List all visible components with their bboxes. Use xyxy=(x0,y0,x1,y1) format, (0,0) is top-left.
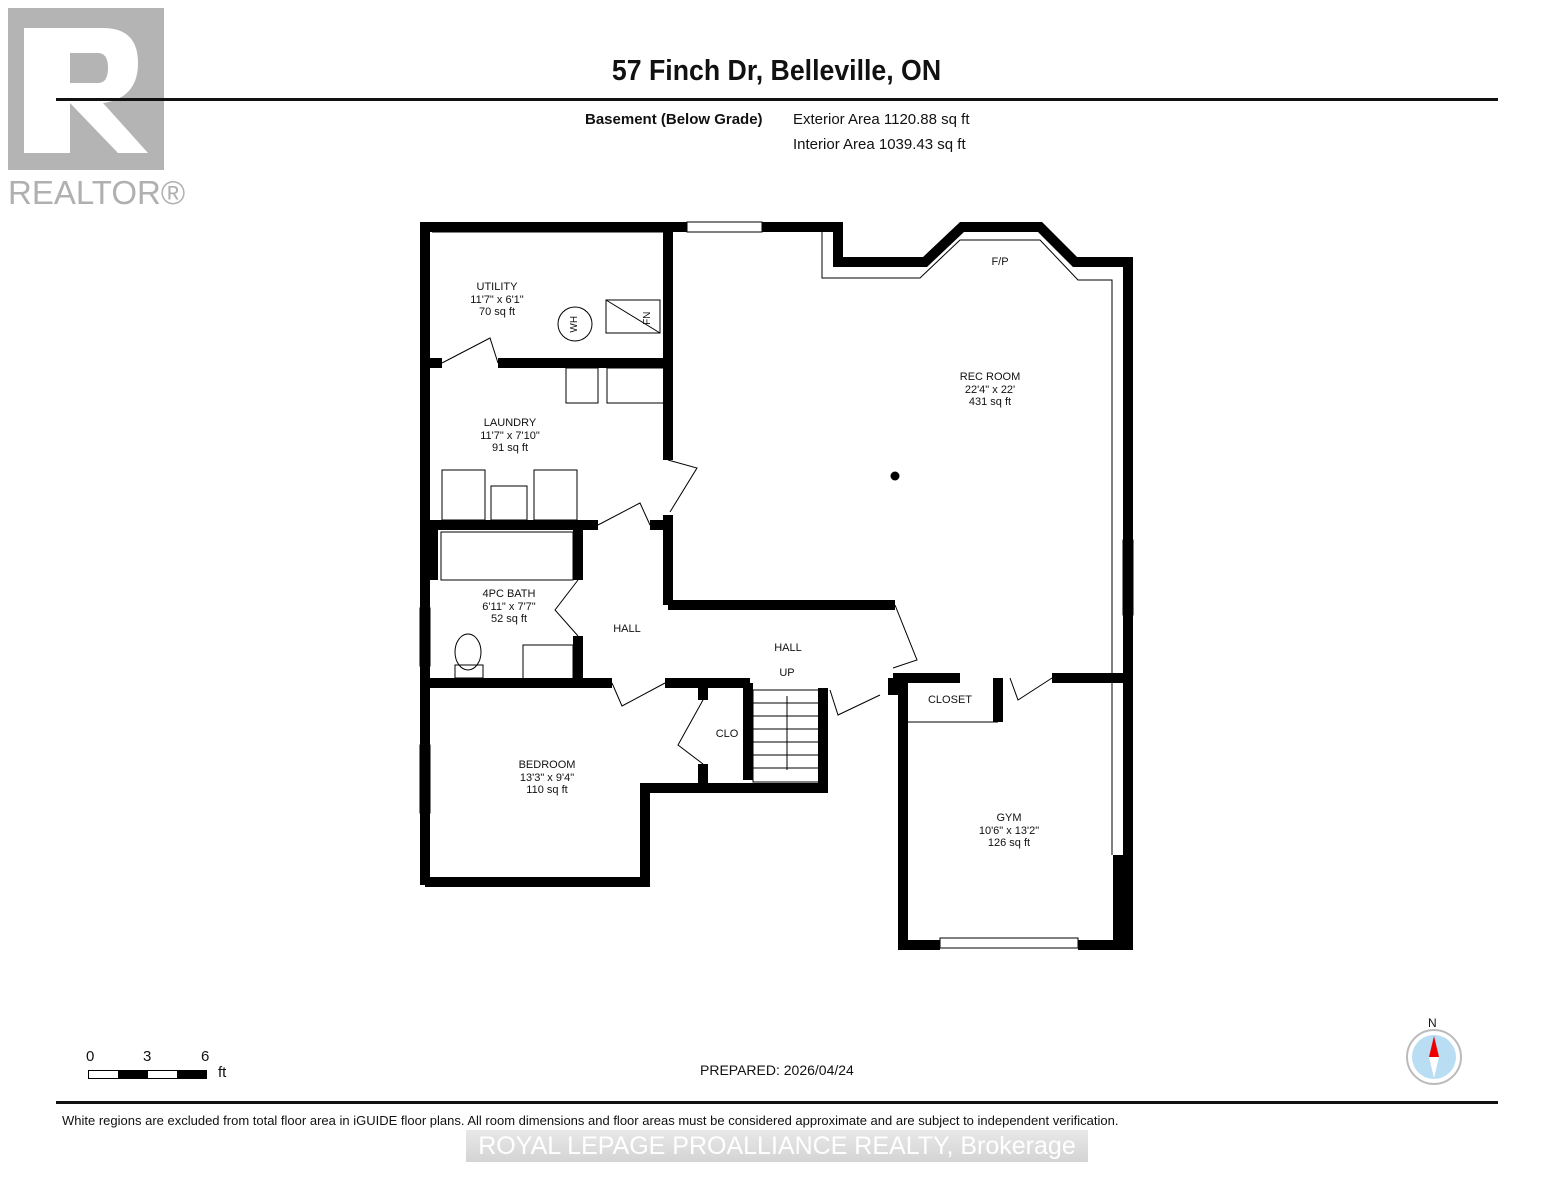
brokerage-watermark: ROYAL LEPAGE PROALLIANCE REALTY, Brokera… xyxy=(466,1130,1088,1162)
room-name: BEDROOM xyxy=(518,759,576,771)
label-hall: HALL xyxy=(613,623,641,635)
label-clo: CLO xyxy=(715,728,739,740)
room-dims: 22'4" x 22' xyxy=(964,383,1016,396)
scale-unit: ft xyxy=(218,1064,227,1081)
room-name: UTILITY xyxy=(476,281,518,293)
floor-level: Basement (Below Grade) xyxy=(585,111,763,128)
label-furnace: FN xyxy=(641,311,653,325)
label-up: UP xyxy=(779,667,795,679)
scale-tick: 6 xyxy=(201,1048,210,1065)
room-name: 4PC BATH xyxy=(482,588,536,600)
label-fireplace: F/P xyxy=(991,256,1009,268)
room-dims: 10'6" x 13'2" xyxy=(978,824,1040,837)
compass-north-label: N xyxy=(1428,1016,1437,1030)
room-area: 126 sq ft xyxy=(987,837,1031,849)
scale-bar xyxy=(88,1070,207,1079)
footer-divider xyxy=(56,1101,1498,1104)
label-closet: CLOSET xyxy=(927,694,973,706)
room-dims: 6'11" x 7'7" xyxy=(482,600,536,613)
prepared-date: PREPARED: 2026/04/24 xyxy=(700,1062,854,1078)
header-divider xyxy=(56,98,1498,101)
room-dims: 13'3" x 9'4" xyxy=(519,771,575,784)
realtor-logo: REALTOR® xyxy=(8,8,185,211)
room-area: 52 sq ft xyxy=(490,613,528,625)
room-name: LAUNDRY xyxy=(483,417,537,429)
realtor-wordmark: REALTOR® xyxy=(8,174,186,211)
page-title: 57 Finch Dr, Belleville, ON xyxy=(611,55,942,87)
room-dims: 11'7" x 6'1" xyxy=(470,293,524,306)
room-name: REC ROOM xyxy=(959,371,1021,383)
room-dims: 11'7" x 7'10" xyxy=(480,429,540,442)
label-water-heater: WH xyxy=(568,315,580,333)
exterior-area: Exterior Area 1120.88 sq ft xyxy=(793,111,970,128)
interior-area: Interior Area 1039.43 sq ft xyxy=(793,136,966,153)
room-area: 431 sq ft xyxy=(968,396,1012,408)
realtor-r-mark xyxy=(8,8,164,170)
scale-tick: 3 xyxy=(143,1048,152,1065)
compass-icon xyxy=(1406,1029,1462,1085)
disclaimer: White regions are excluded from total fl… xyxy=(62,1113,1119,1128)
room-area: 70 sq ft xyxy=(478,306,516,318)
room-area: 110 sq ft xyxy=(526,784,568,796)
support-post xyxy=(890,471,900,481)
room-name: GYM xyxy=(996,812,1022,824)
room-area: 91 sq ft xyxy=(491,442,529,454)
scale-tick: 0 xyxy=(86,1048,95,1065)
stairs xyxy=(753,696,821,770)
label-hall: HALL xyxy=(774,642,802,654)
